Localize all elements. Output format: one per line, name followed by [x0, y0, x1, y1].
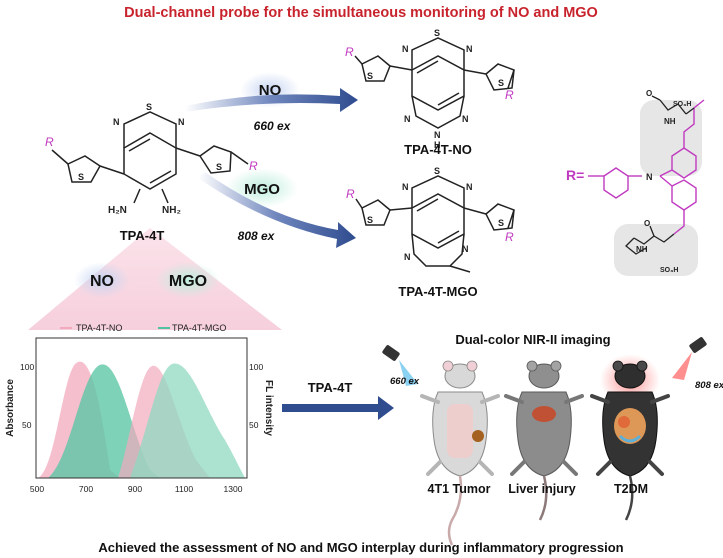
spectra-y-left-tick-100: 100	[20, 362, 34, 372]
imaging-arrow	[282, 396, 394, 420]
mgo-badge: MGO	[169, 273, 207, 290]
tpa-4t-no-r-left: R	[345, 45, 354, 59]
tpa-4t-no-structure	[354, 37, 515, 129]
tpa-4t-mgo-r-right: R	[505, 230, 514, 244]
laser-808-icon	[672, 337, 707, 380]
laser-660-icon	[382, 345, 418, 386]
mouse-t2dm	[590, 354, 670, 521]
imaging-arrow-label: TPA-4T	[308, 380, 353, 395]
r-group-o-top: O	[646, 89, 652, 98]
imaging-title: Dual-color NIR-II imaging	[455, 332, 610, 347]
tpa-4t-nh2-right: NH₂	[162, 205, 181, 216]
r-group-label: R=	[566, 167, 584, 183]
no-excitation-label: 660 ex	[254, 119, 292, 133]
tpa-4t-n-left: N	[113, 117, 120, 127]
r-group-so3h-top: SO₃H	[673, 101, 691, 108]
spectra-x-tick-1100: 1100	[175, 484, 194, 494]
r-group-nh-top: NH	[664, 117, 676, 126]
r-group-structure	[588, 99, 705, 235]
tpa-4t-mgo-label: TPA-4T-MGO	[398, 284, 477, 299]
mgo-reagent-label: MGO	[244, 181, 280, 198]
mgo-badge-glow	[156, 262, 220, 298]
tpa-4t-mgo-s-left: S	[367, 215, 373, 225]
spectra-legend: TPA-4T-NO TPA-4T-MGO	[60, 323, 226, 333]
tpa-4t-no-label: TPA-4T-NO	[404, 142, 472, 157]
spectra-x-tick-500: 500	[30, 484, 44, 494]
spectra-y-left-tick-50: 50	[22, 420, 32, 430]
r-group-highlight-top	[640, 100, 702, 176]
r-group-so3h-bottom: SO₃H	[660, 267, 678, 274]
mouse-liver-injury	[504, 360, 584, 521]
legend-mgo-label: TPA-4T-MGO	[172, 323, 226, 333]
tpa-4t-no-h: H	[434, 140, 441, 150]
no-badge: NO	[90, 273, 114, 290]
tpa-4t-structure	[51, 111, 249, 204]
tpa-4t-s-top: S	[146, 102, 152, 112]
mouse-4t1-tumor	[420, 360, 500, 546]
tpa-4t-no-s-right: S	[498, 78, 504, 88]
tpa-4t-no-nh: N	[434, 130, 441, 140]
footer-caption: Achieved the assessment of NO and MGO in…	[98, 540, 623, 555]
tpa-4t-mgo-n-tl: N	[402, 182, 409, 192]
tpa-4t-r-left: R	[45, 135, 54, 149]
scheme-title: Dual-channel probe for the simultaneous …	[124, 5, 598, 21]
tpa-4t-no-n-br: N	[462, 114, 469, 124]
tpa-4t-mgo-r-left: R	[346, 187, 355, 201]
no-arrow	[185, 88, 358, 112]
model-t2dm-label: T2DM	[614, 482, 648, 496]
r-group-chain	[625, 95, 695, 255]
spectra-x-tick-900: 900	[128, 484, 142, 494]
r-group-highlight-bottom	[614, 224, 698, 276]
tpa-4t-no-r-right: R	[505, 88, 514, 102]
model-liver-injury-label: Liver injury	[508, 482, 575, 496]
spectra-y-right-tick-50: 50	[249, 420, 259, 430]
tpa-4t-s-right-thiophene: S	[216, 162, 222, 172]
model-4t1-tumor-label: 4T1 Tumor	[428, 482, 491, 496]
tpa-4t-mgo-s-right: S	[498, 218, 504, 228]
spectra-x-tick-1300: 1300	[224, 484, 243, 494]
tpa-4t-mgo-n-tr: N	[466, 182, 473, 192]
tpa-4t-nh2-left: H₂N	[108, 205, 127, 216]
tpa-4t-no-n-tr: N	[466, 44, 473, 54]
spectra-y-right-tick-100: 100	[249, 362, 263, 372]
spectra-frame	[35, 337, 248, 479]
tpa-4t-mgo-structure	[355, 175, 515, 273]
tpa-4t-no-n-tl: N	[402, 44, 409, 54]
tpa-4t-s-left-thiophene: S	[78, 172, 84, 182]
tpa-4t-n-right: N	[178, 117, 185, 127]
spectra-y-left-label: Absorbance	[5, 379, 16, 437]
tpa-4t-label: TPA-4T	[120, 228, 165, 243]
tpa-4t-mgo-n-bl: N	[404, 252, 411, 262]
mgo-arrow	[198, 172, 356, 248]
analyte-fan	[28, 228, 282, 330]
tpa-4t-no-s-top: S	[434, 28, 440, 38]
tpa-4t-r-right: R	[249, 159, 258, 173]
legend-no-label: TPA-4T-NO	[76, 323, 122, 333]
tpa-4t-mgo-s-top: S	[434, 166, 440, 176]
r-group-n: N	[646, 172, 653, 182]
laser-660-label: 660 ex	[390, 376, 420, 387]
tpa-4t-no-n-bl: N	[404, 114, 411, 124]
laser-808-label: 808 ex	[695, 380, 723, 391]
spectra-y-right-label: FL intensity	[263, 380, 274, 436]
r-group-nh-bottom: NH	[636, 245, 648, 254]
mgo-excitation-label: 808 ex	[238, 229, 276, 243]
tpa-4t-no-s-left: S	[367, 71, 373, 81]
r-group-o-bottom: O	[644, 219, 650, 228]
tpa-4t-mgo-n-br: N	[462, 244, 469, 254]
no-badge-glow	[74, 262, 130, 298]
mgo-emission-band	[130, 363, 245, 478]
spectra-x-tick-700: 700	[79, 484, 93, 494]
no-reagent-label: NO	[259, 82, 282, 99]
